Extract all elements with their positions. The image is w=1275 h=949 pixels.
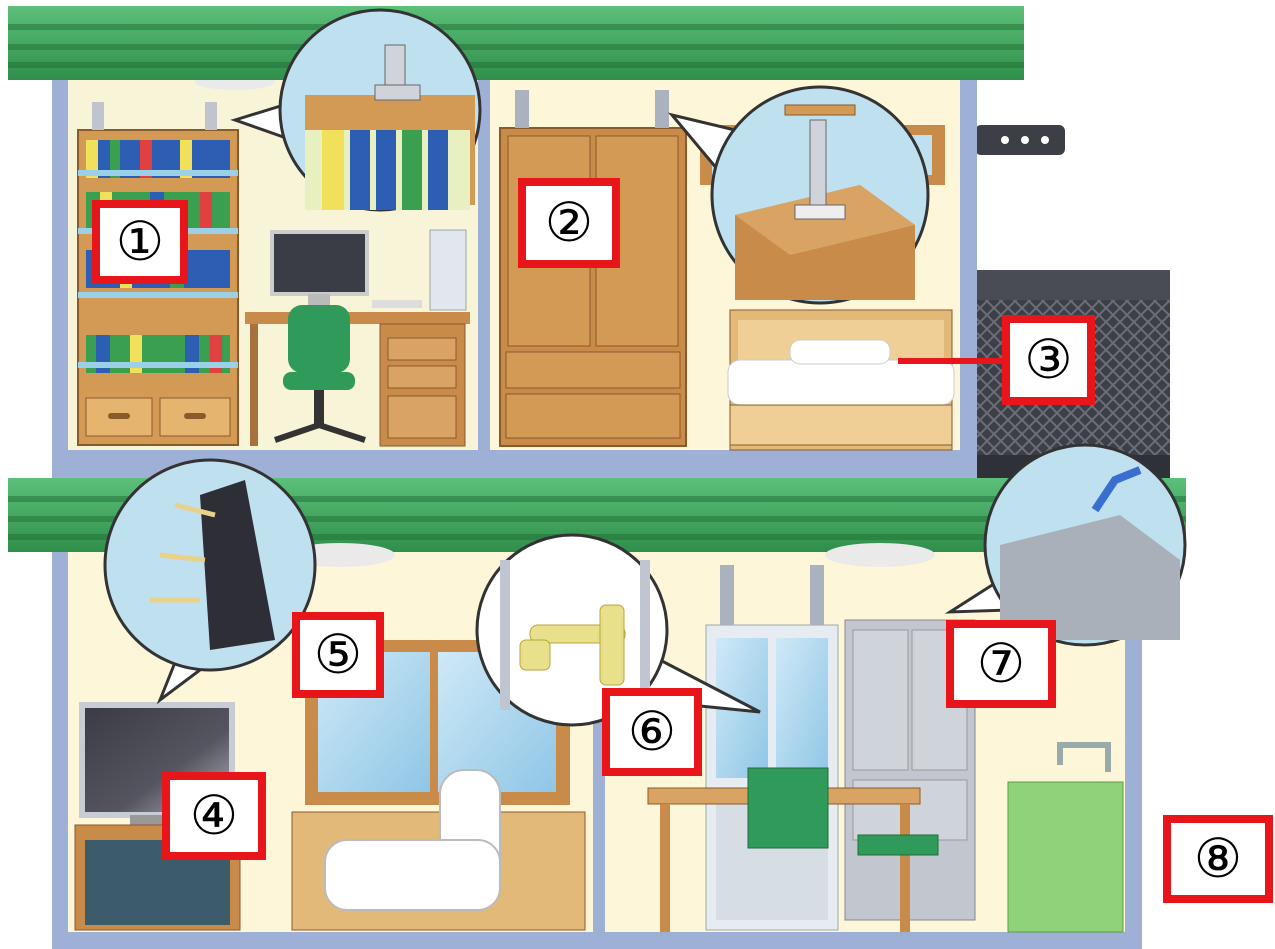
label-window: ⑤	[292, 612, 384, 698]
leader-line-bed	[898, 358, 1010, 364]
label-bed-text: ③	[1024, 333, 1072, 387]
bed	[728, 310, 954, 450]
label-bookshelf-text: ①	[116, 215, 164, 269]
label-bed: ③	[1002, 315, 1095, 405]
label-cupboard-text: ⑥	[628, 705, 676, 759]
label-television: ④	[162, 772, 266, 860]
label-refrigerator: ⑦	[946, 620, 1056, 708]
upper-roof	[8, 6, 1024, 80]
label-bookshelf: ①	[92, 200, 188, 284]
label-television-text: ④	[190, 789, 238, 843]
label-refrigerator-text: ⑦	[977, 637, 1025, 691]
label-wardrobe-text: ②	[545, 196, 593, 250]
label-outside: ⑧	[1163, 815, 1273, 903]
label-wardrobe: ②	[518, 178, 620, 268]
neighbour-fence	[975, 125, 1170, 480]
label-window-text: ⑤	[314, 628, 362, 682]
wardrobe	[500, 90, 686, 446]
label-cupboard: ⑥	[602, 688, 702, 776]
label-outside-text: ⑧	[1194, 832, 1242, 886]
